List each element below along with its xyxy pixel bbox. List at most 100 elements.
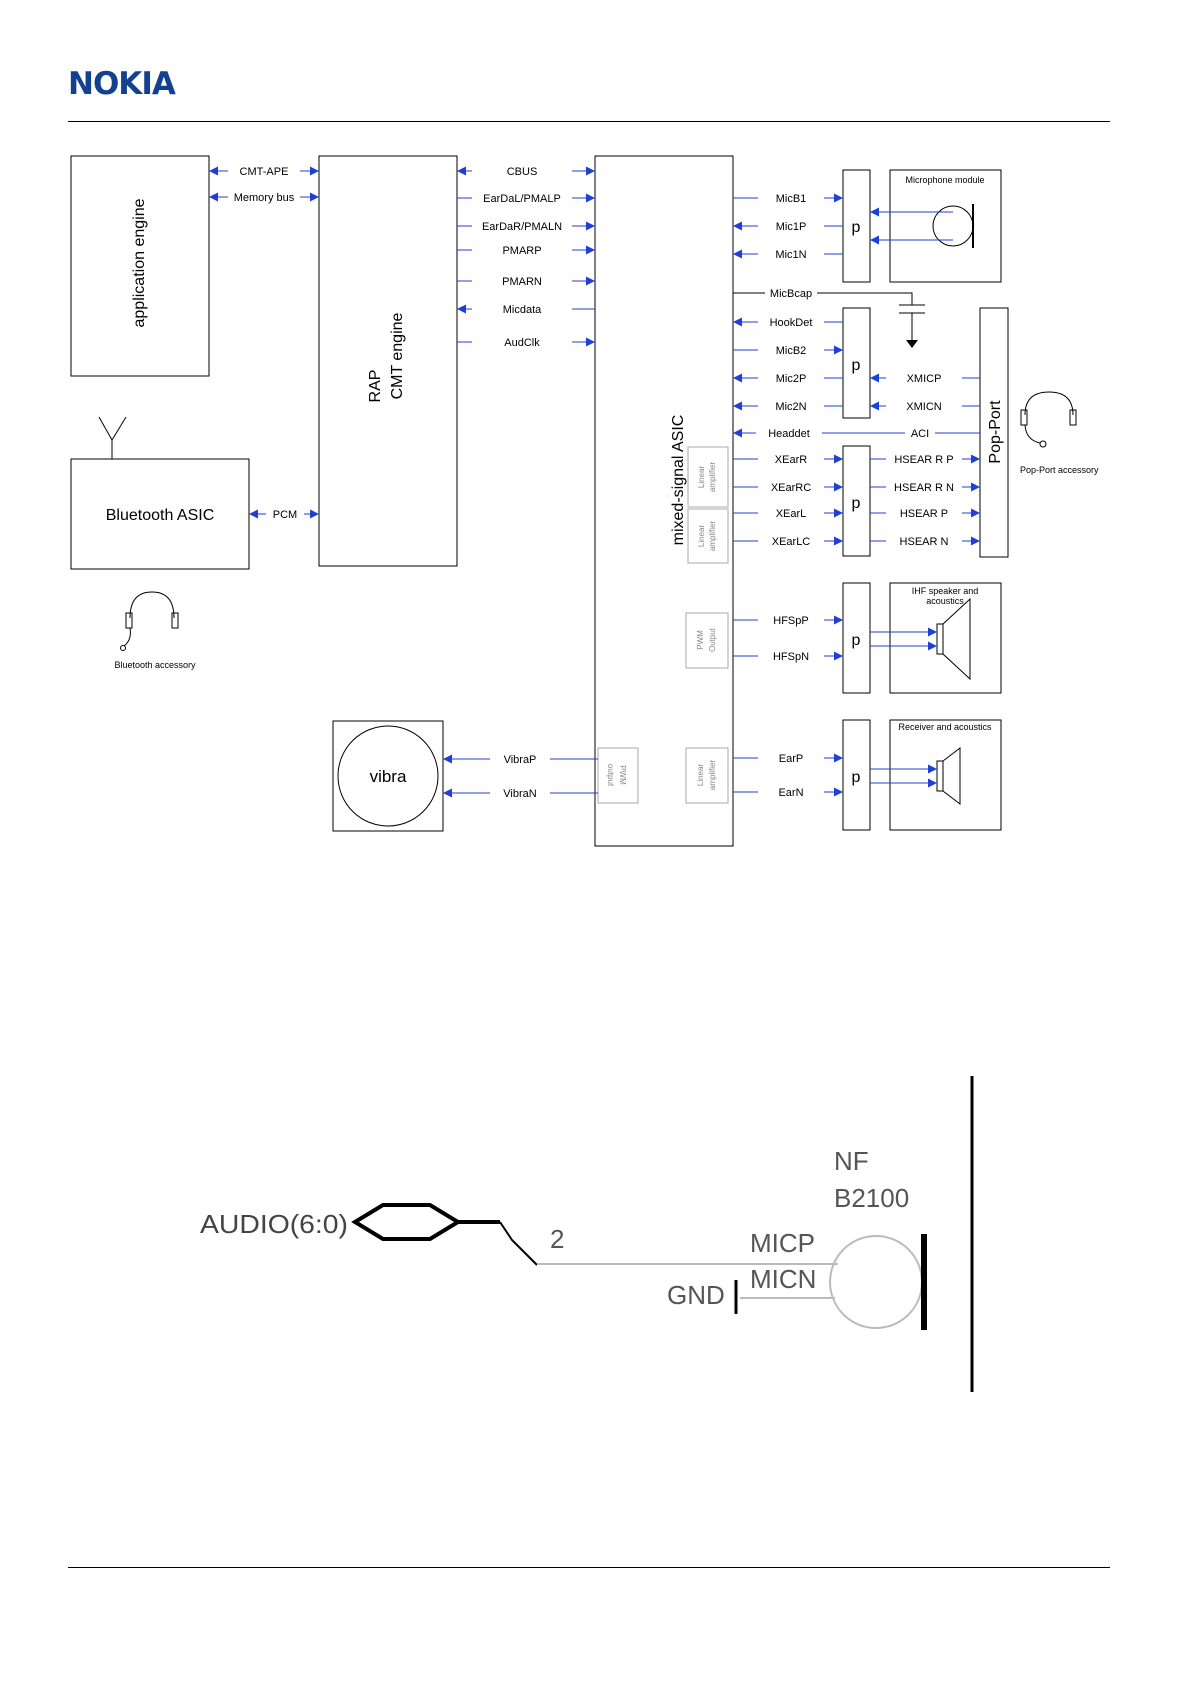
antenna-icon: [98, 416, 127, 459]
p-label-1: p: [852, 219, 861, 236]
signal-asic-right-0: MicB1: [733, 193, 843, 205]
linear-amplifier-2-line1: Linear: [697, 525, 706, 548]
pwm-vibra-line1: PWM: [618, 765, 627, 785]
signal-asic-right-9-label: XEarR: [775, 454, 807, 466]
bus-index-label: 2: [550, 1224, 564, 1254]
signal-popport-4: HSEAR R N: [870, 482, 980, 494]
module-links: [870, 207, 953, 788]
signal-asic-right-8-label: Headdet: [768, 428, 810, 440]
signal-cmt-asic-5-label: Micdata: [503, 304, 542, 316]
pwm-output-line1: PWM: [696, 630, 705, 650]
signal-asic-right-10-label: XEarRC: [771, 482, 811, 494]
signal-app-cmt-1-label: Memory bus: [234, 192, 295, 204]
signal-popport-3: HSEAR R P: [870, 454, 980, 466]
microphone-module-label: Microphone module: [905, 175, 984, 185]
signal-bt-cmt: PCM: [249, 509, 319, 521]
signal-asic-right-8: Headdet: [733, 428, 980, 440]
signal-app-cmt-1: Memory bus: [209, 192, 319, 204]
signal-app-cmt-0-label: CMT-APE: [240, 166, 289, 178]
signal-asic-right-0-label: MicB1: [776, 193, 807, 205]
micbcap-wiring: [733, 292, 925, 340]
linear-amplifier-3-line1: Linear: [696, 764, 705, 787]
bus-tap: [499, 1221, 538, 1266]
application-engine-block: [70, 155, 210, 377]
header-rule: [68, 121, 1110, 122]
bluetooth-headset-icon: [120, 591, 179, 651]
signal-micbcap-label-bg: [765, 286, 817, 300]
signal-cmt-asic-0-label: CBUS: [507, 166, 538, 178]
signal-popport-3-label: HSEAR R P: [894, 454, 953, 466]
micp-pin-label: MICP: [750, 1228, 815, 1258]
pwm-vibra-line2: output: [606, 764, 615, 787]
popport-block: [979, 307, 1009, 558]
signal-asic-right-2-label: Mic1N: [775, 249, 806, 261]
pwm-output-line2: Output: [708, 627, 717, 652]
signal-cmt-asic-6-label: AudClk: [504, 337, 540, 349]
signal-bt-cmt-label: PCM: [273, 509, 297, 521]
signal-popport-1-label: XMICN: [906, 401, 942, 413]
signal-asic-right-12: XEarLC: [733, 536, 843, 548]
popport-headset-icon: [1020, 391, 1077, 448]
signal-asic-right-14: HFSpN: [733, 651, 843, 663]
signal-cmt-asic-4: PMARN: [457, 276, 595, 288]
signal-asic-right-4-label: HookDet: [770, 317, 813, 329]
signal-cmt-asic-1: EarDaL/PMALP: [457, 193, 595, 205]
signal-cmt-asic-3: PMARP: [457, 245, 595, 257]
ihf-speaker-label-line2: acoustics: [926, 596, 964, 606]
signal-asic-right-7: Mic2N: [733, 401, 843, 413]
signal-asic-right-6-label: Mic2P: [776, 373, 807, 385]
signal-vibra-0-label: VibraP: [504, 754, 537, 766]
receiver-speaker-icon: [936, 746, 961, 806]
signal-popport-0-label: XMICP: [907, 373, 942, 385]
gnd-label: GND: [667, 1280, 725, 1310]
bluetooth-accessory-label: Bluetooth accessory: [114, 660, 196, 670]
schematic-fragment: AUDIO(6:0) 2 GND NF B2100 MICP MICN: [200, 1076, 974, 1392]
bus-connector-icon: [351, 1203, 462, 1241]
ground-arrow-icon: [906, 340, 918, 348]
application-engine-label: application engine: [131, 198, 148, 327]
signal-asic-right-4: HookDet: [733, 317, 843, 329]
signal-asic-right-6: Mic2P: [733, 373, 843, 385]
signal-popport-6: HSEAR N: [870, 536, 980, 548]
popport-label: Pop-Port: [987, 400, 1004, 464]
asic-internal-labels: Linear amplifier Linear amplifier PWM Ou…: [606, 462, 717, 791]
microphone-icon: [932, 204, 974, 248]
protection-labels: p p p p p: [852, 219, 861, 786]
protection-blocks: [842, 169, 871, 831]
linear-amplifier-2-line2: amplifier: [708, 521, 717, 552]
signal-cmt-asic-5: Micdata: [457, 304, 595, 316]
popport-accessory-label: Pop-Port accessory: [1020, 465, 1099, 475]
signal-popport-1: XMICN: [870, 401, 980, 413]
signal-asic-right-5: MicB2: [733, 345, 843, 357]
p-label-3: p: [852, 495, 861, 512]
p-label-2: p: [852, 357, 861, 374]
asic-internal-blocks: [597, 446, 729, 804]
part-number: B2100: [834, 1183, 909, 1213]
signal-vibra-1: VibraN: [443, 788, 598, 800]
micn-pin-label: MICN: [750, 1264, 816, 1294]
linear-amplifier-1-line1: Linear: [697, 466, 706, 489]
asic-label: mixed-signal ASIC: [670, 415, 687, 546]
signal-asic-right-10: XEarRC: [733, 482, 843, 494]
signal-app-cmt-0: CMT-APE: [209, 166, 319, 178]
signal-cmt-asic-2-label: EarDaR/PMALN: [482, 221, 562, 233]
signal-popport-5-label: HSEAR P: [900, 508, 948, 520]
signal-cmt-asic-6: AudClk: [457, 337, 595, 349]
signal-asic-right-1: Mic1P: [733, 221, 843, 233]
linear-amplifier-1-line2: amplifier: [708, 462, 717, 493]
p-label-4: p: [852, 632, 861, 649]
signal-asic-right-9: XEarR: [733, 454, 843, 466]
signal-asic-right-7-label: Mic2N: [775, 401, 806, 413]
footer-rule: [68, 1567, 1110, 1568]
ihf-speaker-label-line1: IHF speaker and: [912, 586, 979, 596]
signal-cmt-asic-1-label: EarDaL/PMALP: [483, 193, 561, 205]
microphone-symbol-icon: [829, 1235, 923, 1329]
signal-cmt-asic-3-label: PMARP: [502, 245, 541, 257]
signal-asic-right-5-label: MicB2: [776, 345, 807, 357]
p-label-5: p: [852, 769, 861, 786]
bus-label: AUDIO(6:0): [200, 1209, 348, 1239]
cmt-engine-block: [318, 155, 458, 567]
